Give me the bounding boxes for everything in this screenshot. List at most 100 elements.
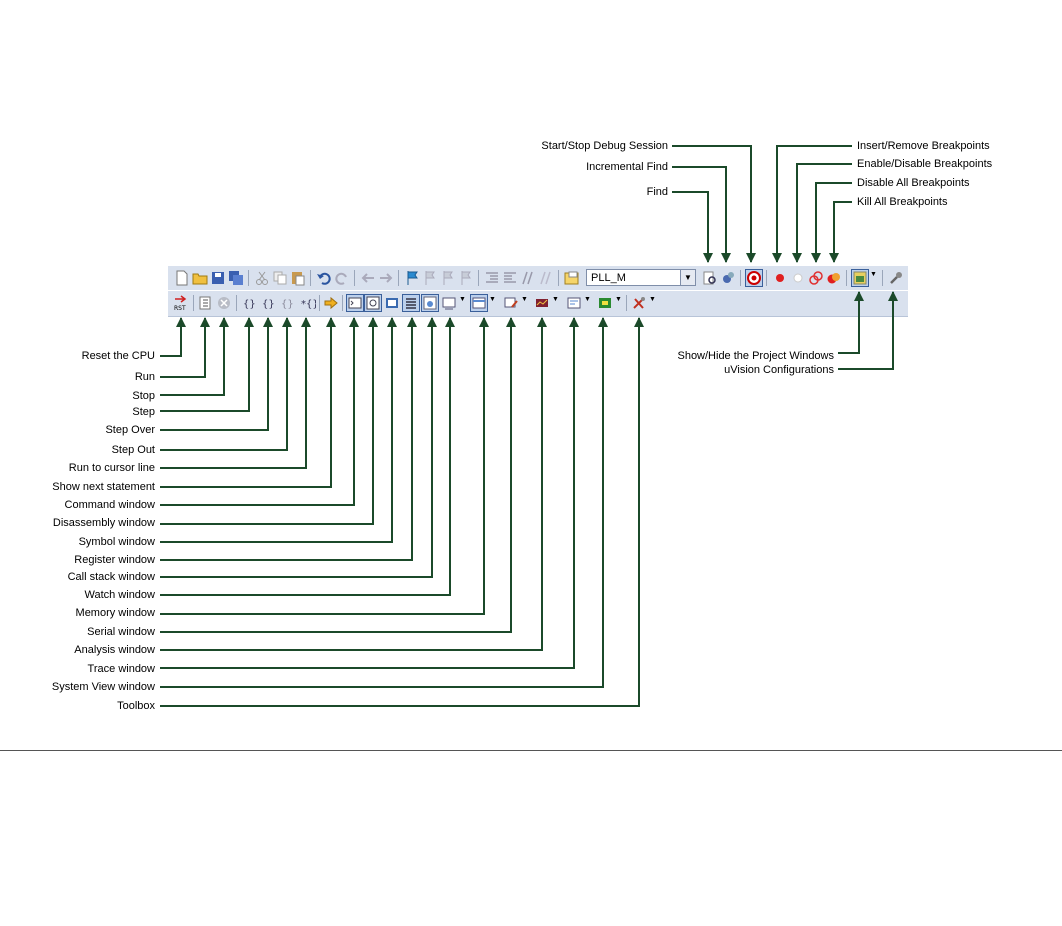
label-watch-window: Watch window bbox=[84, 589, 155, 601]
callout-arrow-left-18 bbox=[160, 317, 608, 688]
call-stack-window-icon[interactable] bbox=[421, 294, 439, 312]
label-find: Find bbox=[646, 186, 668, 198]
debug-session-icon[interactable] bbox=[745, 269, 763, 287]
run-icon[interactable] bbox=[198, 295, 214, 311]
label-step-out: Step Out bbox=[111, 444, 155, 456]
find-in-files-icon[interactable] bbox=[564, 270, 580, 286]
step-icon[interactable]: {} bbox=[242, 295, 258, 311]
chevron-down-icon[interactable]: ▼ bbox=[870, 271, 877, 278]
new-file-icon[interactable] bbox=[174, 270, 190, 286]
label-kill-all-breakpoints: Kill All Breakpoints bbox=[857, 196, 948, 208]
navigate-forward-icon[interactable] bbox=[378, 270, 394, 286]
label-run: Run bbox=[134, 371, 155, 383]
paste-icon[interactable] bbox=[290, 270, 306, 286]
callout-arrow-left-7 bbox=[160, 317, 336, 488]
open-file-icon[interactable] bbox=[192, 270, 208, 286]
chevron-down-icon[interactable]: ▼ bbox=[489, 296, 496, 303]
reset-cpu-icon[interactable]: RST bbox=[173, 295, 189, 311]
unindent-icon[interactable] bbox=[502, 270, 518, 286]
step-over-icon[interactable]: {} bbox=[261, 295, 277, 311]
disassembly-window-icon[interactable] bbox=[364, 294, 382, 312]
cut-icon[interactable] bbox=[254, 270, 270, 286]
bookmark-previous-icon[interactable] bbox=[422, 270, 438, 286]
label-step: Step bbox=[132, 406, 155, 418]
navigate-back-icon[interactable] bbox=[360, 270, 376, 286]
serial-window-icon[interactable] bbox=[503, 295, 519, 311]
find-icon[interactable] bbox=[702, 270, 718, 286]
callout-arrow-left-2 bbox=[160, 317, 229, 396]
show-next-statement-icon[interactable] bbox=[323, 295, 339, 311]
chevron-down-icon[interactable]: ▼ bbox=[680, 270, 695, 285]
callout-arrow-project-windows bbox=[838, 291, 864, 354]
bookmark-next-icon[interactable] bbox=[440, 270, 456, 286]
chevron-down-icon[interactable]: ▼ bbox=[615, 296, 622, 303]
watch-window-icon[interactable] bbox=[441, 295, 457, 311]
bookmark-clear-icon[interactable] bbox=[458, 270, 474, 286]
callout-arrow-left-6 bbox=[160, 317, 311, 469]
undo-icon[interactable] bbox=[316, 270, 332, 286]
label-disassembly-window: Disassembly window bbox=[52, 517, 155, 529]
save-icon[interactable] bbox=[210, 270, 226, 286]
label-show-hide-project-windows: Show/Hide the Project Windows bbox=[677, 350, 834, 362]
stop-icon[interactable] bbox=[216, 295, 232, 311]
svg-text:{}: {} bbox=[262, 299, 275, 310]
chevron-down-icon[interactable]: ▼ bbox=[649, 296, 656, 303]
svg-text:{}: {} bbox=[281, 299, 294, 310]
uncomment-icon[interactable] bbox=[538, 270, 554, 286]
callout-arrow-left-1 bbox=[160, 317, 210, 378]
target-combobox[interactable]: PLL_M ▼ bbox=[586, 269, 696, 286]
trace-window-icon[interactable] bbox=[566, 295, 582, 311]
incremental-find-icon[interactable] bbox=[720, 270, 736, 286]
label-call-stack-window: Call stack window bbox=[67, 571, 155, 583]
label-show-next-statement: Show next statement bbox=[52, 481, 155, 493]
callout-arrow-left-8 bbox=[160, 317, 359, 506]
redo-icon[interactable] bbox=[334, 270, 350, 286]
debug-toolbar: RST {} {} {} *{} ▼ ▼ ▼ ▼ ▼ ▼ ▼ bbox=[168, 291, 908, 317]
label-uvision-configurations: uVision Configurations bbox=[724, 364, 834, 376]
bookmark-insert-icon[interactable] bbox=[404, 270, 420, 286]
insert-breakpoint-icon[interactable] bbox=[772, 270, 788, 286]
callout-arrow-left-14 bbox=[160, 317, 489, 615]
callout-arrow-left-0 bbox=[160, 317, 186, 357]
callout-arrow-left-13 bbox=[160, 317, 455, 596]
chevron-down-icon[interactable]: ▼ bbox=[552, 296, 559, 303]
save-all-icon[interactable] bbox=[228, 270, 244, 286]
svg-text:{}: {} bbox=[243, 299, 256, 310]
callout-arrow-disable-all-breakpoints bbox=[811, 182, 852, 263]
chevron-down-icon[interactable]: ▼ bbox=[521, 296, 528, 303]
label-enable-disable-breakpoints: Enable/Disable Breakpoints bbox=[857, 158, 993, 170]
file-toolbar: PLL_M ▼ ▼ bbox=[168, 266, 908, 290]
callout-arrow-insert-breakpoint bbox=[772, 145, 852, 263]
disable-all-breakpoints-icon[interactable] bbox=[808, 270, 824, 286]
memory-window-icon[interactable] bbox=[470, 294, 488, 312]
indent-icon[interactable] bbox=[484, 270, 500, 286]
project-windows-icon[interactable] bbox=[851, 269, 869, 287]
enable-breakpoint-icon[interactable] bbox=[790, 270, 806, 286]
label-trace-window: Trace window bbox=[87, 663, 155, 675]
label-step-over: Step Over bbox=[105, 424, 155, 436]
label-disable-all-breakpoints: Disable All Breakpoints bbox=[857, 177, 970, 189]
analysis-window-icon[interactable] bbox=[534, 295, 550, 311]
chevron-down-icon[interactable]: ▼ bbox=[459, 296, 466, 303]
register-window-icon[interactable] bbox=[402, 294, 420, 312]
toolbox-icon[interactable] bbox=[631, 295, 647, 311]
label-register-window: Register window bbox=[74, 554, 155, 566]
callout-arrow-left-9 bbox=[160, 317, 378, 525]
run-to-cursor-icon[interactable]: *{} bbox=[300, 295, 316, 311]
system-view-window-icon[interactable] bbox=[597, 295, 613, 311]
copy-icon[interactable] bbox=[272, 270, 288, 286]
label-insert-remove-breakpoints: Insert/Remove Breakpoints bbox=[857, 140, 990, 152]
comment-icon[interactable] bbox=[520, 270, 536, 286]
callout-arrow-left-15 bbox=[160, 317, 516, 633]
kill-all-breakpoints-icon[interactable] bbox=[826, 270, 842, 286]
chevron-down-icon[interactable]: ▼ bbox=[584, 296, 591, 303]
command-window-icon[interactable] bbox=[346, 294, 364, 312]
configuration-icon[interactable] bbox=[888, 270, 904, 286]
step-out-icon[interactable]: {} bbox=[280, 295, 296, 311]
callout-arrow-incremental-find bbox=[672, 166, 731, 263]
callout-arrow-left-11 bbox=[160, 317, 417, 561]
callout-arrow-left-10 bbox=[160, 317, 397, 543]
label-memory-window: Memory window bbox=[75, 607, 155, 619]
symbol-window-icon[interactable] bbox=[384, 295, 400, 311]
